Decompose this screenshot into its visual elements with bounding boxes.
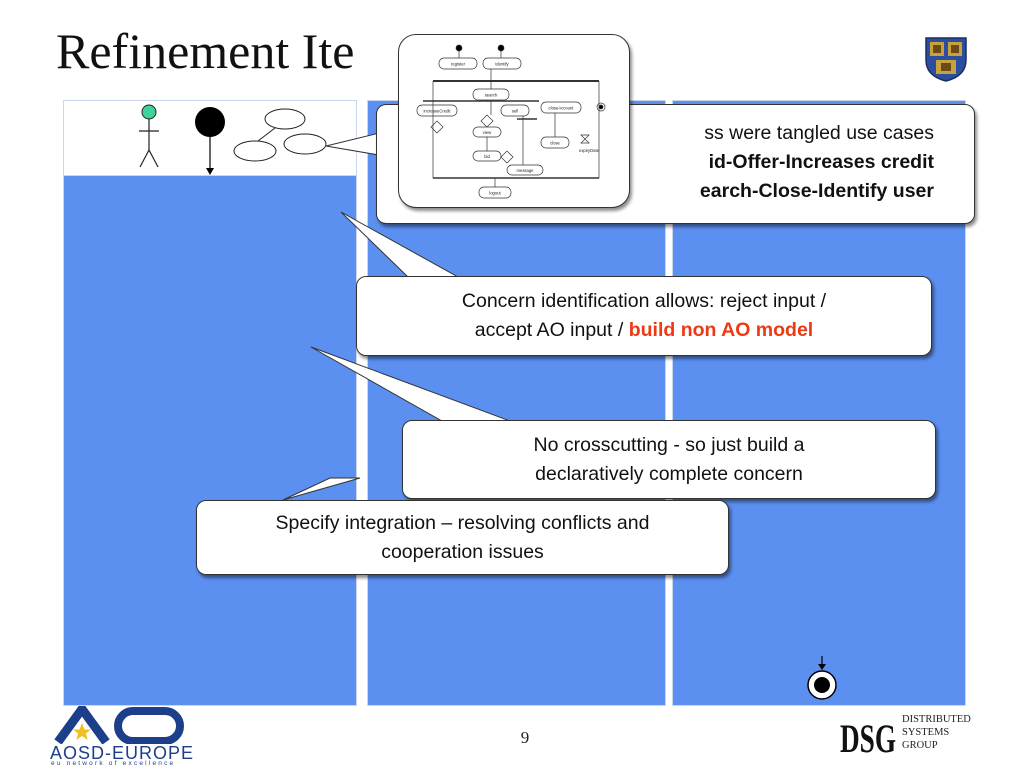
svg-text:message: message bbox=[517, 168, 535, 173]
final-node-icon bbox=[807, 656, 837, 700]
tangled-line-2: id-Offer-Increases credit bbox=[708, 151, 934, 173]
dsg-word-3: GROUP bbox=[902, 740, 938, 751]
svg-text:sell: sell bbox=[512, 109, 518, 114]
concern-identification-callout: Concern identification allows: reject in… bbox=[356, 276, 932, 356]
svg-text:search: search bbox=[485, 93, 498, 98]
dsg-mark-text: DSG bbox=[840, 716, 896, 758]
activity-diagram-graphic: register identify search increaseCredit … bbox=[416, 44, 606, 199]
concern-line-1: Concern identification allows: reject in… bbox=[461, 290, 827, 312]
svg-text:increaseCredit: increaseCredit bbox=[424, 109, 452, 114]
svg-text:close: close bbox=[550, 141, 560, 146]
concern-line-2-prefix: accept AO input / bbox=[474, 319, 629, 341]
crosscutting-line-2: declaratively complete concern bbox=[535, 463, 803, 485]
dsg-word-2: SYSTEMS bbox=[902, 727, 950, 738]
integration-callout: Specify integration – resolving conflict… bbox=[196, 500, 729, 575]
svg-text:logout: logout bbox=[489, 191, 501, 196]
thumb-node-message bbox=[506, 164, 544, 176]
thumb-node-register bbox=[438, 57, 478, 70]
svg-text:view: view bbox=[483, 130, 492, 135]
concern-line-2-highlight: build non AO model bbox=[628, 319, 814, 341]
svg-text:register: register bbox=[451, 62, 466, 67]
initial-node-icon bbox=[195, 107, 225, 175]
thumb-node-closeAccount bbox=[540, 101, 582, 114]
ao-logo-icon bbox=[54, 706, 184, 744]
thumb-node-sell bbox=[500, 104, 530, 117]
slide-title: Refinement Ite bbox=[56, 23, 355, 79]
activity-diagram-thumbnail: register identify search increaseCredit … bbox=[398, 34, 630, 208]
thumb-node-increaseCredit bbox=[416, 104, 458, 117]
ao-tagline: eu network of excellence bbox=[51, 760, 176, 767]
thumb-node-identify bbox=[482, 57, 522, 70]
integration-line-2: cooperation issues bbox=[381, 541, 544, 563]
dsg-word-1: DISTRIBUTED bbox=[902, 714, 971, 725]
svg-text:expiryDate: expiryDate bbox=[579, 148, 600, 153]
ao-wordmark: AOSD-EUROPE bbox=[50, 743, 195, 763]
page-number: 9 bbox=[520, 728, 530, 747]
svg-text:bid: bid bbox=[484, 154, 490, 159]
no-crosscutting-callout: No crosscutting - so just build a declar… bbox=[402, 420, 936, 499]
crosscutting-line-1: No crosscutting - so just build a bbox=[533, 434, 805, 456]
actor-icon bbox=[139, 104, 159, 168]
dsg-logo: DSG bbox=[840, 716, 896, 758]
dsg-wordmark: DISTRIBUTED SYSTEMS GROUP bbox=[902, 713, 971, 752]
tangled-line-3: earch-Close-Identify user bbox=[699, 180, 934, 202]
tangled-line-1: ss were tangled use cases bbox=[704, 122, 934, 144]
svg-text:closeAccount: closeAccount bbox=[549, 106, 575, 111]
use-case-ellipses-icon bbox=[233, 108, 327, 162]
university-crest-icon bbox=[925, 37, 967, 82]
concern-line-2: accept AO input / build non AO model bbox=[357, 316, 931, 345]
svg-text:identify: identify bbox=[495, 62, 509, 67]
integration-line-1: Specify integration – resolving conflict… bbox=[275, 512, 650, 534]
